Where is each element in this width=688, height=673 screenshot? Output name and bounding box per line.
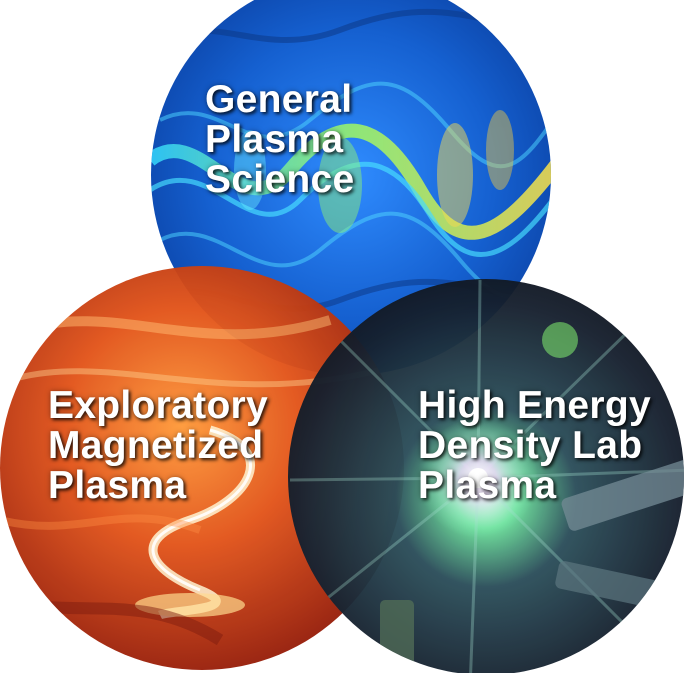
general-plasma-science-label: General Plasma Science <box>205 80 355 200</box>
general-label-line-2: Plasma <box>205 118 344 161</box>
exploratory-label-line-2: Magnetized <box>48 424 264 467</box>
exploratory-label-line-3: Plasma <box>48 464 187 507</box>
exploratory-magnetized-plasma-label: Exploratory Magnetized Plasma <box>48 386 268 506</box>
general-label-line-3: Science <box>205 158 355 201</box>
hed-label-line-3: Plasma <box>418 464 557 507</box>
high-energy-density-lab-plasma-label: High Energy Density Lab Plasma <box>418 386 651 506</box>
hed-label-line-2: Density Lab <box>418 424 643 467</box>
general-label-line-1: General <box>205 78 353 121</box>
hed-plasma-circle <box>288 279 684 673</box>
exploratory-label-line-1: Exploratory <box>48 384 269 427</box>
hed-label-line-1: High Energy <box>418 384 651 427</box>
